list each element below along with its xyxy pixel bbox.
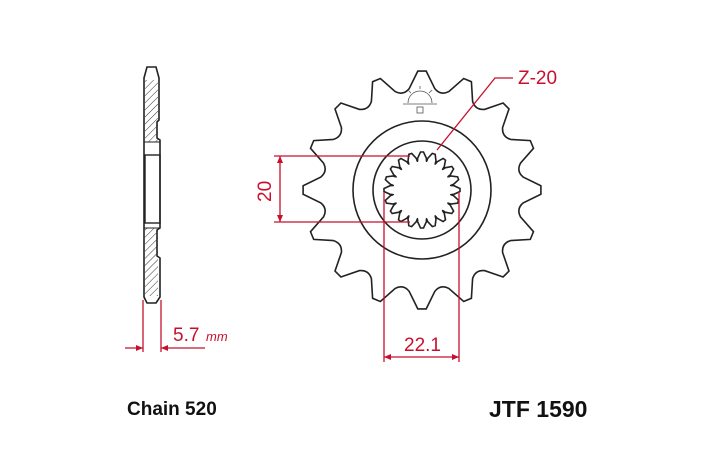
part-number: JTF 1590 — [489, 396, 588, 422]
thickness-unit: mm — [206, 329, 228, 344]
chain-label: Chain 520 — [127, 399, 217, 420]
spline-height-dimension: 20 — [255, 155, 410, 223]
spline-width-dimension: 22.1 — [383, 192, 460, 362]
sprocket-teeth-outline — [302, 70, 542, 310]
thickness-dimension: 5.7 mm — [125, 300, 228, 352]
hub-outer-circle — [352, 120, 492, 260]
spline-outline — [383, 151, 461, 229]
hub-inner-circle — [372, 140, 472, 240]
hatch-lower — [145, 228, 158, 296]
hatch-upper — [145, 80, 158, 142]
side-view — [143, 66, 161, 304]
spline-height-value: 20 — [255, 181, 276, 202]
spline-width-value: 22.1 — [404, 335, 441, 356]
hub-section — [144, 154, 161, 224]
spline-count-label: Z-20 — [518, 68, 557, 89]
logo-icon — [403, 86, 437, 114]
thickness-value: 5.7 — [173, 325, 199, 346]
spline-count-callout: Z-20 — [436, 68, 557, 151]
front-view — [302, 70, 542, 310]
